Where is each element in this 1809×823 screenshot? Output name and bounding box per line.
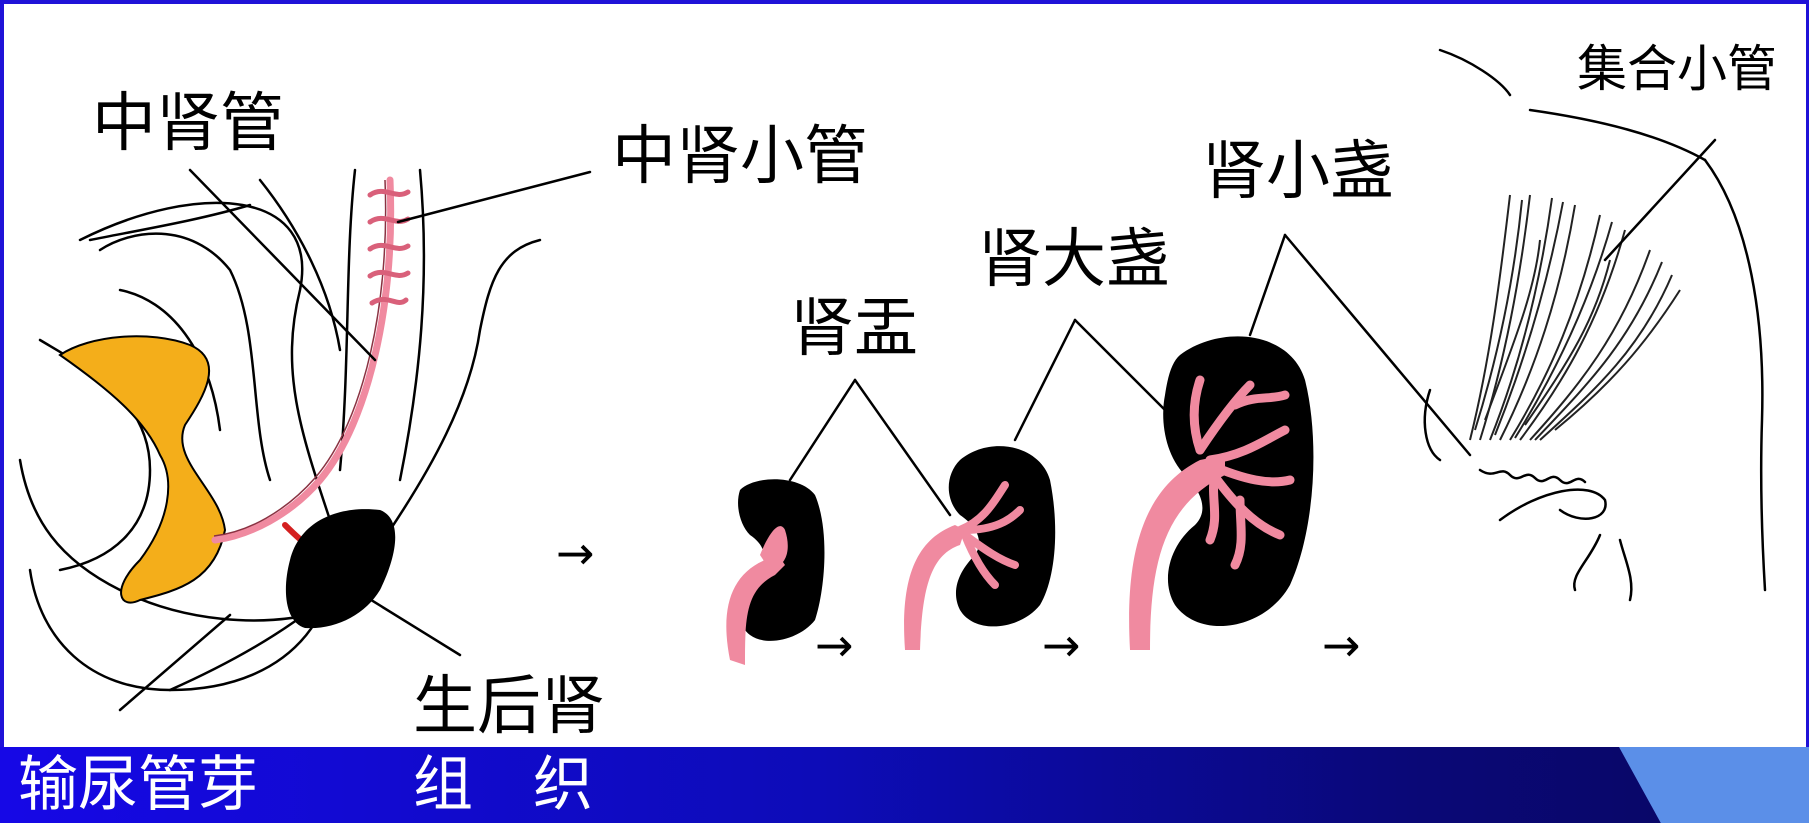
inner-body-curve-2: [118, 288, 222, 432]
tubule-strand: [1529, 249, 1651, 441]
calyx: [961, 506, 1024, 534]
footer-bar: 输尿管芽 组 织: [0, 747, 1809, 823]
kidney-3-calyces: [1189, 375, 1295, 570]
label-mesonephric-tubule: 中肾小管: [612, 120, 868, 194]
kidney-2-ureter: [904, 525, 965, 650]
leader-pelvis-right: [853, 378, 952, 517]
embryo-section: [18, 168, 542, 692]
label-major-calyx: 肾大盏: [978, 223, 1170, 297]
embryo-leader-lines: [118, 168, 592, 712]
arrow-right-3: →: [1042, 618, 1081, 672]
kidney-stage-3: [1129, 336, 1314, 650]
leader-metanephros: [353, 588, 462, 657]
ventral-curve: [168, 238, 542, 692]
yellow-region: [58, 335, 227, 604]
arrow-right-1: →: [556, 526, 595, 580]
embryo-top-curve: [88, 203, 252, 242]
arrow-right-4: →: [1322, 618, 1361, 672]
tissue-lower-curve: [1498, 488, 1607, 522]
leader-collecting-tubule: [1603, 138, 1717, 262]
tubule-strand: [1494, 201, 1564, 436]
leader-lower: [118, 613, 232, 712]
tubule-strand: [1484, 239, 1541, 421]
frame-left-border: [0, 0, 4, 750]
tissue-top-curve-b: [1528, 108, 1707, 162]
mesonephros-outline-right: [398, 168, 426, 482]
kidney-stage-2: [904, 446, 1056, 650]
tubule-strand: [1499, 204, 1576, 441]
mesonephric-duct: [211, 176, 395, 544]
tubule-strand: [1554, 289, 1681, 431]
frame-top-border: [0, 0, 1809, 4]
footer-ureteric-bud-text: 输尿管芽: [18, 750, 258, 820]
calyx: [1230, 495, 1246, 570]
calyx: [1205, 465, 1220, 545]
tissue-top-curve-a: [1438, 48, 1512, 97]
tissue-right-curve: [1703, 158, 1767, 592]
tubule: [369, 296, 409, 306]
label-renal-pelvis: 肾盂: [790, 292, 918, 366]
leader-mesonephric-tubule: [396, 170, 592, 224]
tubule: [367, 242, 411, 252]
tubule-strand: [1489, 197, 1553, 441]
inner-body-curve-1: [98, 232, 272, 482]
kidney-stage-1: [726, 479, 825, 665]
leader-minor-left: [1248, 233, 1287, 337]
tubule-strand: [1509, 214, 1601, 441]
tissue-left-stub: [1423, 388, 1442, 462]
tubule: [367, 188, 411, 198]
leader-minor-right: [1283, 233, 1472, 457]
tubule-strand: [1524, 259, 1611, 426]
tubule-strand: [1469, 194, 1511, 441]
footer-tissue-text: 组 织: [413, 750, 593, 820]
footer-corner-accent: [1619, 747, 1809, 823]
tubule-strand: [1534, 261, 1663, 441]
tubule: [367, 269, 411, 279]
tubule-strand: [1514, 221, 1613, 439]
calyx: [961, 531, 999, 589]
tissue-bottom-tail: [1572, 533, 1602, 592]
collecting-tubule-bundle: [1469, 194, 1681, 441]
lower-body-curve: [18, 458, 332, 622]
tissue-section: [1423, 48, 1767, 602]
kidney-2-body: [948, 446, 1056, 627]
posterior-curve: [258, 178, 342, 352]
metanephros-blob: [285, 509, 396, 629]
leader-pelvis-left: [788, 378, 857, 482]
kidney-1-pelvis: [760, 526, 788, 570]
leader-major-left: [1013, 318, 1077, 442]
calyx: [1230, 390, 1290, 410]
calyx: [1205, 460, 1295, 487]
calyx: [1195, 380, 1255, 455]
kidney-2-calyces: [956, 481, 1024, 589]
tissue-squiggle: [1478, 468, 1587, 485]
tubule-strand: [1474, 199, 1523, 431]
tubule-strand: [1539, 274, 1673, 441]
kidney-leader-lines: [788, 233, 1472, 517]
label-metanephros: 生后肾: [413, 670, 605, 744]
frame-right-border: [1806, 0, 1809, 750]
kidney-3-body: [1163, 336, 1314, 627]
label-minor-calyx: 肾小盏: [1202, 135, 1394, 209]
calyx: [1205, 425, 1290, 465]
label-mesonephric-duct: 中肾管: [92, 87, 284, 161]
leader-major-right: [1073, 318, 1177, 422]
leader-mesonephric-duct: [188, 168, 377, 362]
mesonephric-duct-edge: [213, 179, 387, 537]
label-collecting-tubule: 集合小管: [1577, 40, 1777, 98]
arrow-right-2: →: [815, 618, 854, 672]
tubule-strand: [1519, 229, 1626, 441]
mesonephros-outline-left: [338, 168, 357, 472]
kidney-1-ureter: [726, 550, 785, 665]
calyx: [1189, 375, 1205, 455]
kidney-development-illustration: [18, 48, 1767, 712]
tissue-bottom-tail-2: [1618, 538, 1633, 602]
